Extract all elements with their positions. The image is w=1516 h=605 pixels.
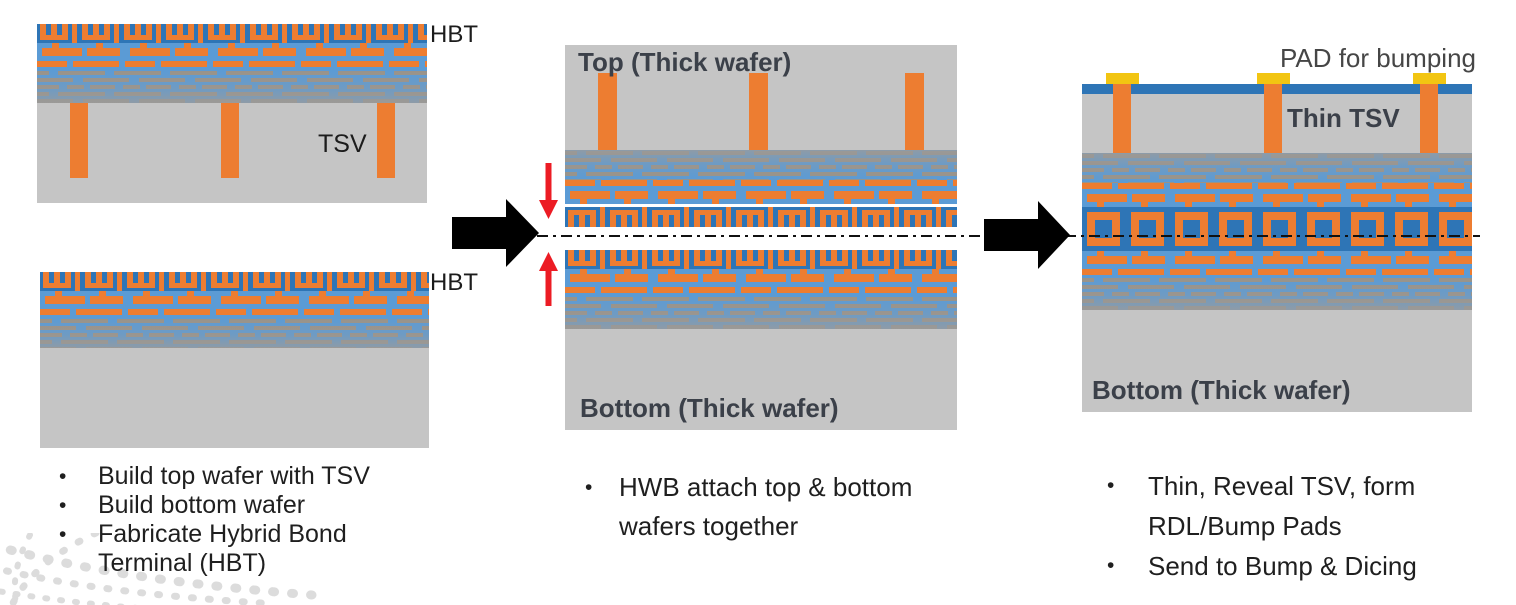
tsv-pillars	[70, 103, 395, 178]
metal-layer	[565, 269, 957, 296]
bonded-hbt-layer	[1082, 207, 1472, 251]
process-flow-diagram: HBT TSV HBT Top (Thick wafer)	[37, 21, 1480, 448]
note-text: Fabricate Hybrid Bond Terminal (HBT)	[98, 520, 347, 577]
left-top-wafer: HBT TSV	[37, 21, 478, 203]
list-item: • Build bottom wafer	[53, 491, 405, 520]
substrate	[40, 348, 429, 448]
list-item: • Send to Bump & Dicing	[1102, 546, 1438, 586]
thin-tsv-label: Thin TSV	[1287, 103, 1400, 133]
revealed-tsv-pillars	[1113, 84, 1438, 153]
bump-pads	[1106, 73, 1446, 84]
process-arrow-2	[984, 201, 1070, 269]
layer-fade	[565, 296, 957, 329]
note-text: HWB attach top & bottom wafers together	[619, 472, 913, 541]
pad-for-bumping-label: PAD for bumping	[1280, 43, 1476, 73]
layer-fade	[37, 70, 427, 103]
list-item: • Build top wafer with TSV	[53, 462, 405, 491]
list-item: • Fabricate Hybrid Bond Terminal (HBT)	[53, 520, 405, 578]
note-text: Thin, Reveal TSV, form RDL/Bump Pads	[1148, 471, 1416, 541]
bullet-icon: •	[59, 494, 67, 517]
note-text: Build top wafer with TSV	[98, 462, 370, 490]
surface-gap	[565, 204, 957, 207]
bullet-icon: •	[585, 476, 593, 499]
hbt-layer	[40, 272, 429, 291]
bullet-icon: •	[1107, 474, 1115, 497]
hbt-layer	[565, 207, 957, 227]
middle-bottom-wafer: Bottom (Thick wafer)	[565, 250, 957, 430]
metal-layer	[1082, 183, 1472, 207]
layer-fade	[1082, 153, 1472, 183]
bullet-icon: •	[59, 523, 67, 546]
right-step-notes: • Thin, Reveal TSV, form RDL/Bump Pads •…	[1102, 466, 1438, 586]
metal-layer	[37, 43, 427, 70]
hbt-label-top: HBT	[430, 21, 478, 48]
middle-top-wafer: Top (Thick wafer)	[565, 45, 957, 227]
tsv-pillars	[598, 73, 924, 150]
middle-step-notes: • HWB attach top & bottom wafers togethe…	[583, 468, 925, 546]
substrate	[1082, 310, 1472, 412]
hbt-layer	[565, 250, 957, 269]
bullet-icon: •	[59, 465, 67, 488]
hbt-label-bottom: HBT	[430, 269, 478, 296]
substrate	[565, 329, 957, 430]
compress-arrow-down	[539, 163, 558, 219]
metal-layer	[565, 180, 957, 204]
watermark-globe	[0, 533, 317, 605]
left-bottom-wafer: HBT	[40, 269, 478, 448]
layer-fade	[40, 318, 429, 348]
note-text: Build bottom wafer	[98, 491, 306, 519]
bottom-wafer-label: Bottom (Thick wafer)	[580, 393, 839, 423]
top-wafer-label: Top (Thick wafer)	[578, 47, 791, 77]
right-bonded-stack: PAD for bumping Thin TSV Bottom (Thick w…	[1082, 43, 1476, 412]
metal-layer	[40, 291, 429, 318]
hbt-layer	[37, 24, 427, 43]
layer-fade	[565, 150, 957, 180]
note-text: Send to Bump & Dicing	[1148, 551, 1417, 581]
list-item: • HWB attach top & bottom wafers togethe…	[583, 468, 925, 546]
process-arrow-1	[452, 199, 539, 267]
compress-arrow-up	[539, 252, 558, 306]
left-step-notes: • Build top wafer with TSV • Build botto…	[53, 462, 405, 578]
bottom-wafer-label: Bottom (Thick wafer)	[1092, 375, 1351, 405]
bullet-icon: •	[1107, 554, 1115, 577]
layer-fade	[1082, 277, 1472, 310]
list-item: • Thin, Reveal TSV, form RDL/Bump Pads	[1102, 466, 1438, 546]
metal-layer	[1082, 251, 1472, 277]
tsv-label: TSV	[318, 130, 367, 158]
